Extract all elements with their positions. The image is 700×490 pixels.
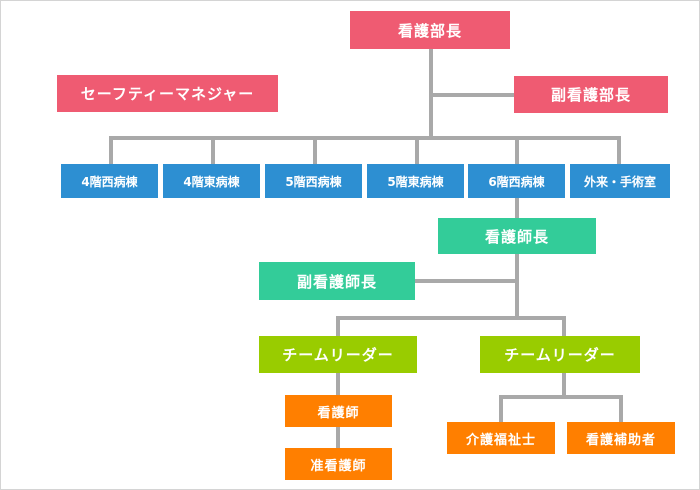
nursing-director-box: 看護部長 <box>350 11 510 49</box>
team-leader-label: チームリーダー <box>504 346 616 364</box>
ward-4-west-box: 4階西病棟 <box>61 164 158 198</box>
nursing-assistant-label: 看護補助者 <box>585 432 656 448</box>
nursing-director-label: 看護部長 <box>397 21 462 40</box>
nurse-label: 看護師 <box>317 405 360 421</box>
safety-manager-label: セーフティーマネジャー <box>80 85 255 103</box>
outpatient-surgery-box: 外来・手術室 <box>570 164 670 198</box>
ward-5-east-box: 5階東病棟 <box>367 164 464 198</box>
head-nurse-box: 看護師長 <box>438 218 596 254</box>
ward-label: 4階東病棟 <box>183 174 240 189</box>
ward-4-east-box: 4階東病棟 <box>163 164 260 198</box>
deputy-director-box: 副看護部長 <box>514 76 668 113</box>
ward-label: 外来・手術室 <box>583 174 656 189</box>
team-leader-label: チームリーダー <box>282 346 394 364</box>
ward-label: 5階東病棟 <box>387 174 444 189</box>
team-leader-2-box: チームリーダー <box>480 336 640 373</box>
deputy-director-label: 副看護部長 <box>550 86 631 104</box>
care-worker-box: 介護福祉士 <box>447 422 555 454</box>
assistant-nurse-box: 准看護師 <box>285 448 392 480</box>
nursing-assistant-box: 看護補助者 <box>567 422 675 454</box>
ward-5-west-box: 5階西病棟 <box>265 164 362 198</box>
nurse-box: 看護師 <box>285 395 392 427</box>
ward-6-west-box: 6階西病棟 <box>468 164 565 198</box>
safety-manager-box: セーフティーマネジャー <box>57 75 278 112</box>
care-worker-label: 介護福祉士 <box>465 432 536 448</box>
ward-label: 6階西病棟 <box>488 174 545 189</box>
assistant-nurse-label: 准看護師 <box>310 458 367 474</box>
ward-label: 5階西病棟 <box>285 174 342 189</box>
deputy-head-nurse-box: 副看護師長 <box>259 262 415 300</box>
ward-label: 4階西病棟 <box>81 174 138 189</box>
head-nurse-label: 看護師長 <box>484 227 549 246</box>
team-leader-1-box: チームリーダー <box>259 336 417 373</box>
deputy-head-nurse-label: 副看護師長 <box>296 272 377 291</box>
